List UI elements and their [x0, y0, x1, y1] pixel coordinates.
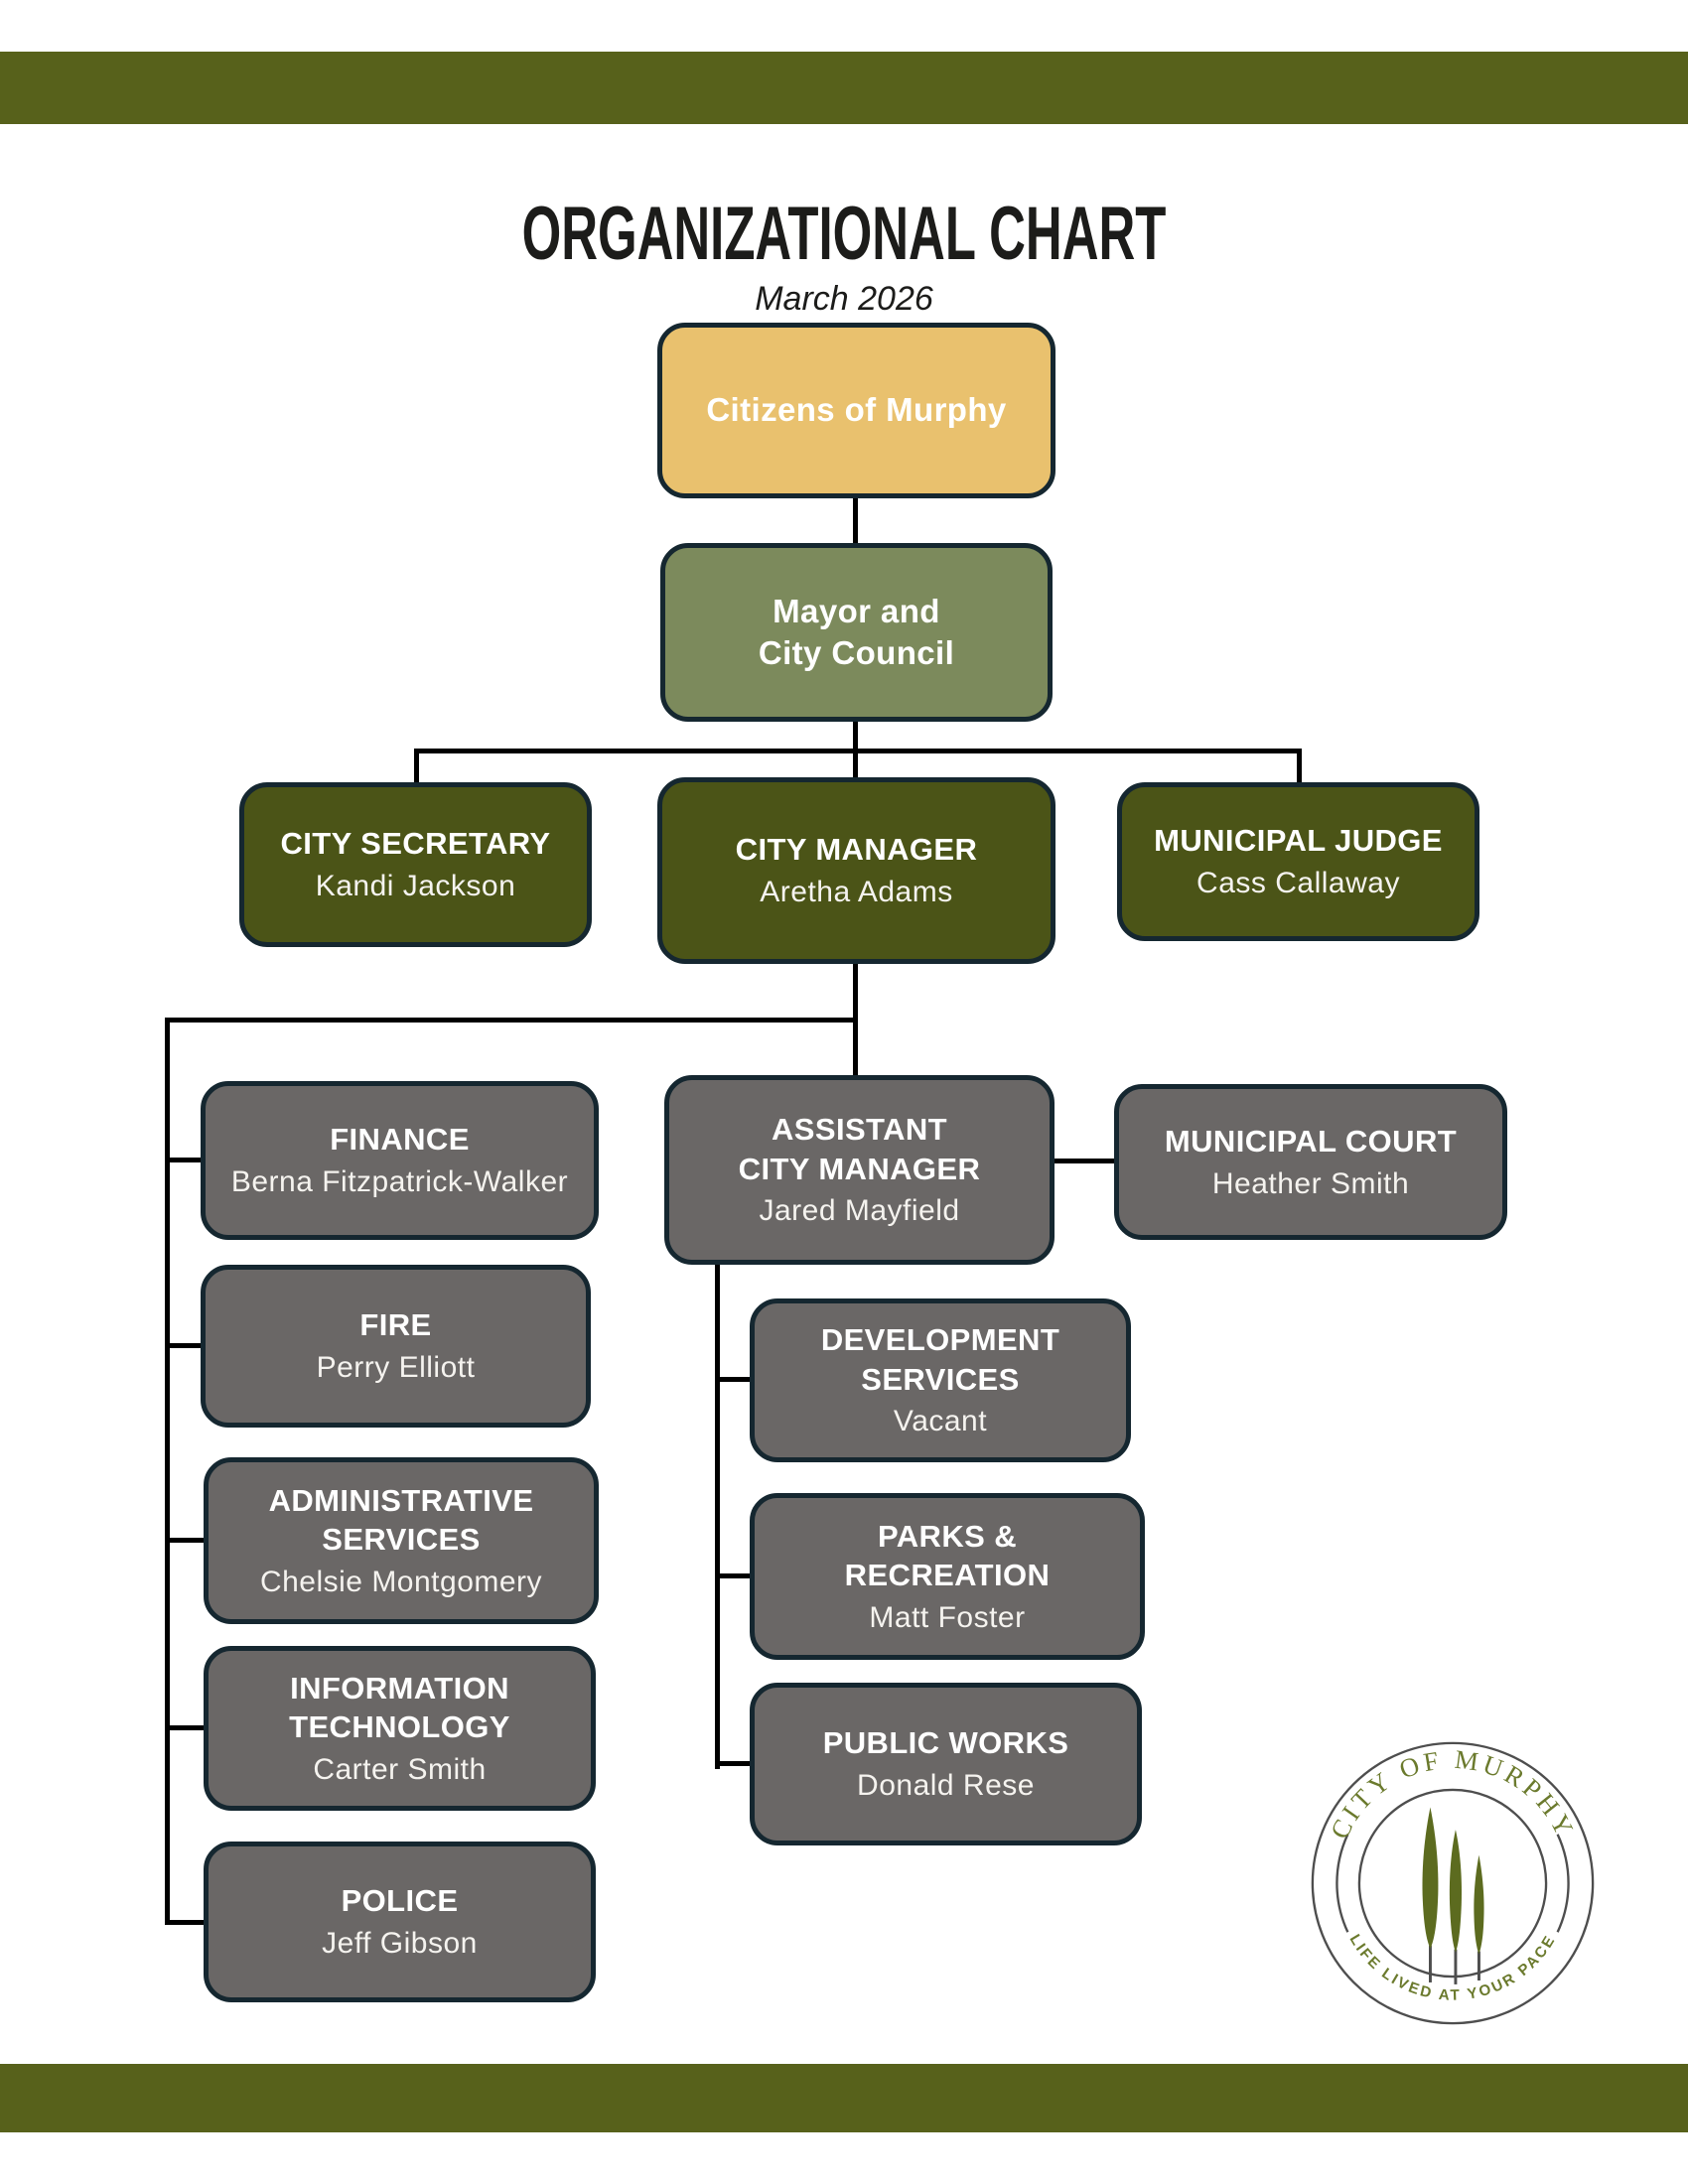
node-municipal-court: MUNICIPAL COURT Heather Smith	[1114, 1084, 1507, 1240]
connector-stub-development-services	[715, 1377, 755, 1382]
node-information-technology: INFORMATION TECHNOLOGY Carter Smith	[204, 1646, 596, 1811]
node-mayor-and-city-council: Mayor and City Council	[660, 543, 1053, 722]
node-fire: FIRE Perry Elliott	[201, 1265, 591, 1428]
node-title: ADMINISTRATIVE SERVICES	[268, 1482, 534, 1558]
cypress-trees-icon	[1422, 1807, 1484, 1984]
node-person: Aretha Adams	[760, 876, 953, 909]
node-person: Jeff Gibson	[322, 1927, 478, 1961]
top-accent-bar	[0, 52, 1688, 124]
node-police: POLICE Jeff Gibson	[204, 1842, 596, 2002]
node-person: Berna Fitzpatrick-Walker	[230, 1165, 569, 1199]
seal-outer-circle	[1311, 1741, 1595, 2025]
node-title: DEVELOPMENT SERVICES	[820, 1322, 1060, 1397]
connector-stub-municipal-judge	[1297, 749, 1302, 786]
connector-citizens-to-mayor	[853, 496, 858, 545]
node-title: Mayor and City Council	[758, 592, 955, 671]
seal-right-arc	[1556, 1834, 1570, 1933]
node-person: Vacant	[893, 1405, 988, 1438]
node-city-manager: CITY MANAGER Aretha Adams	[657, 777, 1055, 964]
connector-stub-police	[165, 1920, 209, 1925]
page-subtitle: March 2026	[755, 280, 933, 318]
node-citizens-of-murphy: Citizens of Murphy	[657, 323, 1055, 498]
connector-stub-finance	[165, 1158, 209, 1162]
connector-acm-trunk	[715, 1261, 720, 1769]
node-municipal-judge: MUNICIPAL JUDGE Cass Callaway	[1117, 782, 1479, 941]
node-title: FINANCE	[330, 1122, 470, 1158]
bottom-accent-bar	[0, 2064, 1688, 2132]
connector-left-rail	[165, 1018, 858, 1023]
node-public-works: PUBLIC WORKS Donald Rese	[750, 1683, 1142, 1845]
node-title: CITY MANAGER	[735, 832, 978, 868]
node-person: Carter Smith	[313, 1752, 487, 1786]
seal-left-arc	[1336, 1834, 1349, 1933]
node-title: Citizens of Murphy	[706, 391, 1007, 429]
seal-inner-circle	[1357, 1788, 1548, 1979]
node-title: CITY SECRETARY	[280, 826, 551, 862]
page-title: ORGANIZATIONAL CHART	[521, 192, 1167, 276]
connector-stub-public-works	[715, 1761, 755, 1766]
seal-top-text: CITY OF MURPHY	[1325, 1744, 1582, 1843]
city-of-murphy-seal-logo: CITY OF MURPHY LIFE LIVED AT YOUR PACE	[1311, 1741, 1595, 2025]
node-city-secretary: CITY SECRETARY Kandi Jackson	[239, 782, 592, 947]
node-title: PARKS & RECREATION	[844, 1518, 1051, 1593]
connector-stub-information-technology	[165, 1725, 209, 1730]
node-title: INFORMATION TECHNOLOGY	[289, 1670, 510, 1745]
node-person: Jared Mayfield	[759, 1194, 960, 1228]
node-development-services: DEVELOPMENT SERVICES Vacant	[750, 1298, 1131, 1462]
connector-stub-parks-recreation	[715, 1573, 755, 1578]
node-person: Heather Smith	[1211, 1166, 1410, 1200]
connector-acm-to-municipal-court	[1051, 1159, 1118, 1163]
connector-stub-administrative-services	[165, 1538, 209, 1543]
node-person: Cass Callaway	[1196, 867, 1400, 900]
node-person: Perry Elliott	[316, 1351, 476, 1385]
node-title: MUNICIPAL COURT	[1164, 1123, 1458, 1159]
seal-bottom-text: LIFE LIVED AT YOUR PACE	[1346, 1932, 1560, 2004]
node-finance: FINANCE Berna Fitzpatrick-Walker	[201, 1081, 599, 1240]
node-title: ASSISTANT CITY MANAGER	[738, 1112, 981, 1186]
node-title: POLICE	[341, 1883, 459, 1919]
node-parks-recreation: PARKS & RECREATION Matt Foster	[750, 1493, 1145, 1660]
connector-stub-fire	[165, 1343, 209, 1348]
connector-stub-city-secretary	[414, 749, 419, 786]
node-title: PUBLIC WORKS	[822, 1725, 1069, 1761]
node-person: Kandi Jackson	[315, 870, 516, 903]
node-assistant-city-manager: ASSISTANT CITY MANAGER Jared Mayfield	[664, 1075, 1055, 1265]
node-title: FIRE	[359, 1307, 432, 1343]
node-person: Donald Rese	[857, 1769, 1035, 1803]
node-administrative-services: ADMINISTRATIVE SERVICES Chelsie Montgome…	[204, 1457, 599, 1624]
connector-top-rail	[414, 749, 1302, 753]
node-person: Chelsie Montgomery	[259, 1565, 543, 1598]
node-person: Matt Foster	[869, 1600, 1026, 1634]
node-title: MUNICIPAL JUDGE	[1154, 823, 1443, 859]
connector-left-trunk	[165, 1018, 170, 1925]
